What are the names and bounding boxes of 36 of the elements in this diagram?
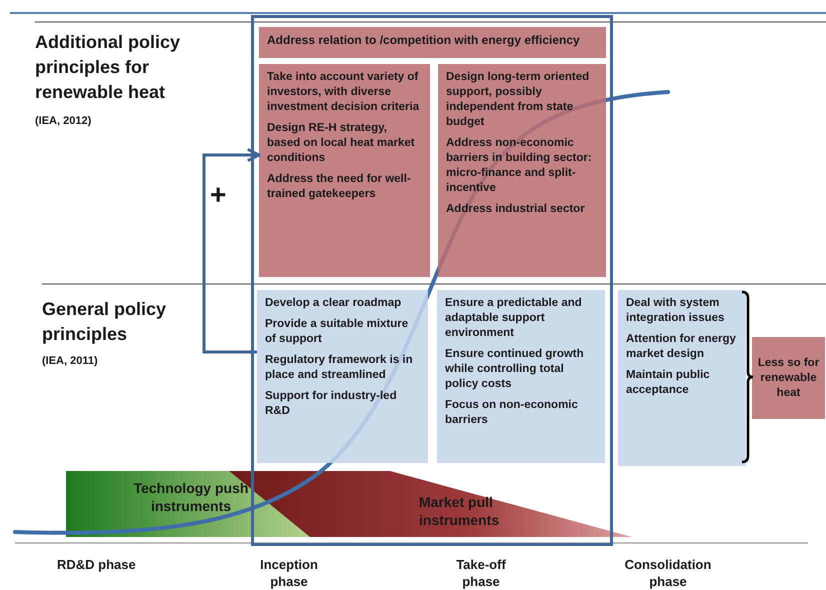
policy-box xyxy=(438,64,606,277)
policy-text: Deal with system integration issues xyxy=(626,296,726,326)
policy-box xyxy=(259,64,430,277)
policy-box xyxy=(259,27,606,58)
policy-text: Provide a suitable mixture of support xyxy=(265,317,410,347)
note-box xyxy=(752,337,825,419)
phase-label: Inception phase xyxy=(259,556,319,590)
policy-box xyxy=(437,290,605,463)
instrument-label: Technology push instruments xyxy=(132,479,250,515)
policy-text: Take into account variety of investors, with diverse investment decision criteria xyxy=(267,70,420,115)
source-note: (IEA, 2011) xyxy=(42,354,98,368)
feedback-arrow xyxy=(202,148,260,354)
policy-text: Regulatory framework is in place and streamlined xyxy=(265,353,414,383)
section-heading: Additional policy principles for renewable heat xyxy=(35,31,182,104)
policy-text: Address non-economic barriers in building sector: micro-finance and split-incentive xyxy=(446,136,593,196)
policy-text: Address industrial sector xyxy=(446,202,586,217)
policy-text: Focus on non-economic barriers xyxy=(445,398,579,428)
phase-label: Take-off phase xyxy=(455,556,507,590)
policy-text: Develop a clear roadmap xyxy=(265,296,402,311)
policy-text: Address the need for well-trained gatekeepers xyxy=(267,172,412,202)
phase-label: Consolidation phase xyxy=(624,556,712,590)
instrument-label: Market pull instruments xyxy=(419,493,500,529)
policy-text: Ensure a predictable and adaptable support environment xyxy=(445,296,583,341)
policy-text: Design RE-H strategy, based on local heat market conditions xyxy=(267,121,416,166)
policy-text: Design long-term oriented support, possibly independent from state budget xyxy=(446,70,590,130)
policy-box xyxy=(618,290,746,466)
policy-text: Support for industry-led R&D xyxy=(265,389,398,419)
policy-text: Attention for energy market design xyxy=(626,332,737,362)
phase-label: RD&D phase xyxy=(57,556,136,573)
policy-text: Ensure continued growth while controlling total policy costs xyxy=(445,347,585,392)
section-heading: General policy principles xyxy=(42,298,168,346)
policy-box xyxy=(257,290,428,463)
source-note: (IEA, 2012) xyxy=(35,114,92,128)
policy-text: Less so for renewable heat xyxy=(756,356,820,400)
policy-text: Address relation to /competition with energy efficiency xyxy=(267,33,581,48)
policy-text: Maintain public acceptance xyxy=(626,368,711,398)
